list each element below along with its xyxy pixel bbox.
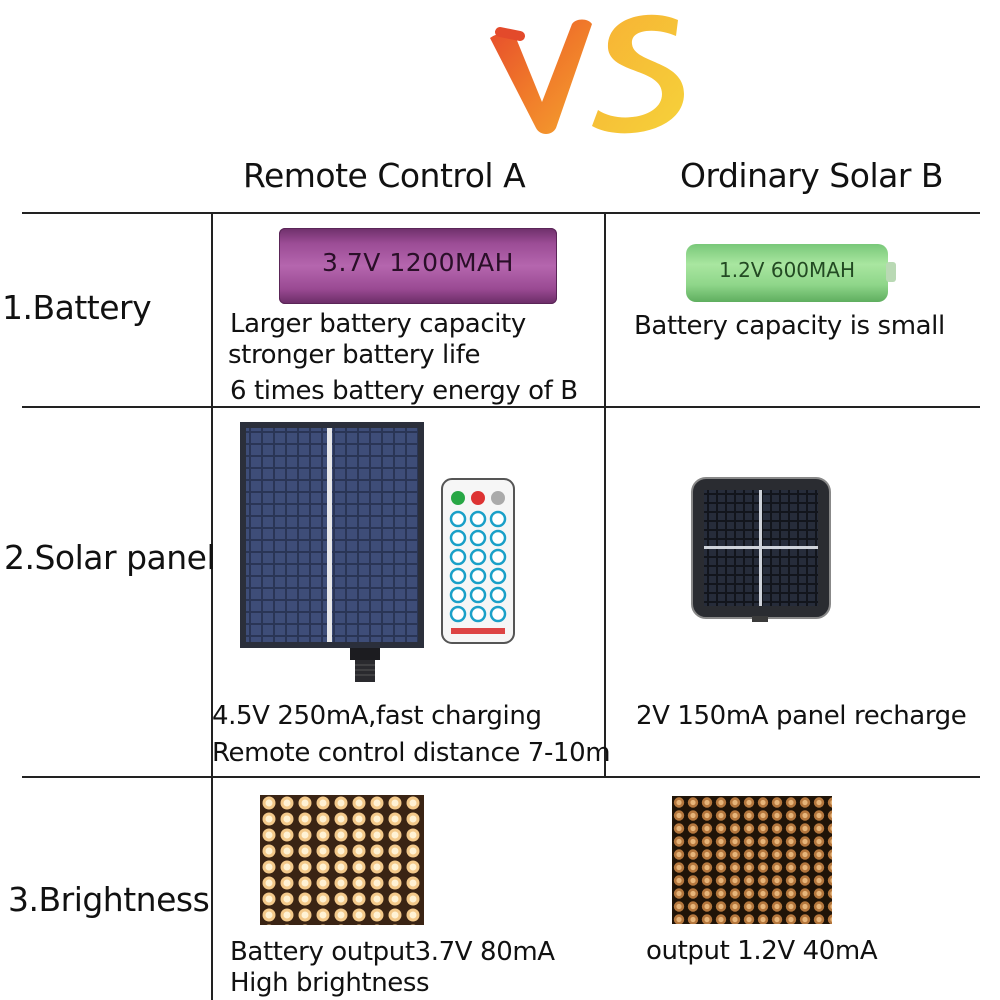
vs-logo xyxy=(490,14,684,134)
row-label-brightness: 3.Brightness xyxy=(8,880,210,919)
v-letter xyxy=(490,19,592,134)
battery-a-label: 3.7V 1200MAH xyxy=(322,248,514,277)
solar-panel-a-image xyxy=(240,422,424,682)
table-divider-row1 xyxy=(22,406,980,408)
table-divider-col2 xyxy=(604,212,606,776)
brightness-a-text-1: Battery output3.7V 80mA xyxy=(230,937,555,967)
battery-b-image: 1.2V 600MAH xyxy=(686,244,888,302)
solar-a-text-2: Remote control distance 7-10m xyxy=(212,738,611,768)
brightness-b-text-1: output 1.2V 40mA xyxy=(646,936,878,966)
table-divider-col1 xyxy=(211,212,213,1000)
battery-b-label: 1.2V 600MAH xyxy=(719,258,855,282)
solar-panel-b-image xyxy=(691,477,831,622)
brightness-b-lights-image xyxy=(672,796,832,924)
table-divider-row2 xyxy=(22,776,980,778)
s-letter xyxy=(592,14,684,134)
table-divider-top xyxy=(22,212,980,214)
solar-b-text-1: 2V 150mA panel recharge xyxy=(636,701,967,731)
column-header-a: Remote Control A xyxy=(243,156,526,195)
battery-a-text-3: 6 times battery energy of B xyxy=(230,376,578,406)
row-label-battery: 1.Battery xyxy=(2,288,152,327)
battery-b-text-1: Battery capacity is small xyxy=(634,311,945,341)
brightness-a-lights-image xyxy=(260,795,424,925)
brightness-a-text-2: High brightness xyxy=(230,968,430,998)
remote-control-image xyxy=(441,478,515,644)
battery-a-text-1: Larger battery capacity xyxy=(230,309,526,339)
battery-b-terminal xyxy=(886,262,896,282)
solar-a-text-1: 4.5V 250mA,fast charging xyxy=(212,701,542,731)
battery-a-text-2: stronger battery life xyxy=(228,340,481,370)
battery-a-image: 3.7V 1200MAH xyxy=(279,228,557,304)
column-header-b: Ordinary Solar B xyxy=(680,156,944,195)
row-label-solar-panel: 2.Solar panel xyxy=(4,538,216,577)
